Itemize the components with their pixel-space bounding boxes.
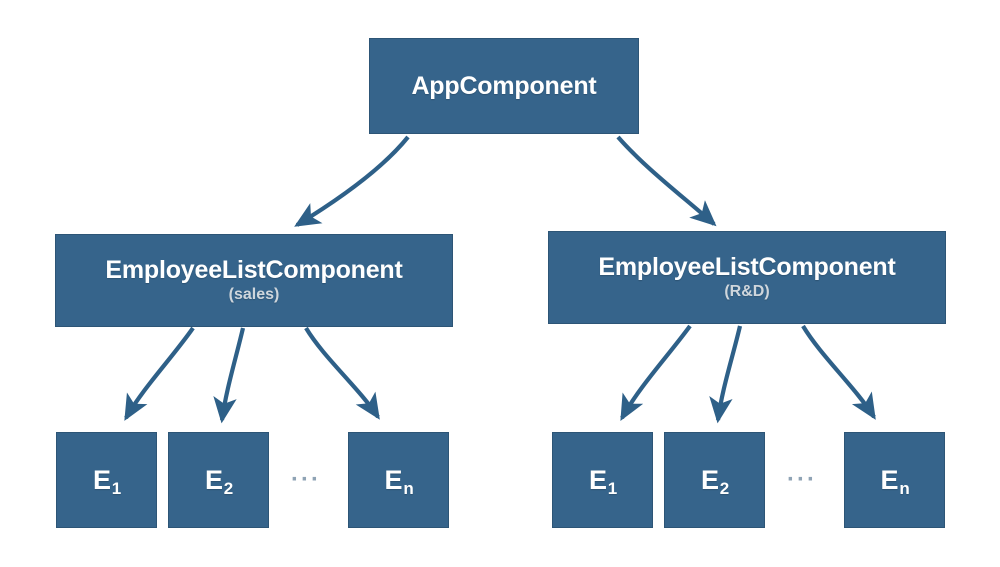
edge-sales-list-to-e2 (213, 327, 246, 424)
employee-letter: E (92, 464, 111, 495)
ellipsis-sales-group: ··· (291, 466, 321, 493)
ellipsis-rnd-group: ··· (787, 466, 817, 493)
node-employee-rnd-2[interactable]: E2 (664, 432, 765, 528)
edge-rnd-list-to-e2 (709, 325, 743, 424)
employee-index: 2 (223, 478, 234, 498)
employee-letter: E (588, 464, 607, 495)
node-employee-list-rnd-sublabel: (R&D) (724, 283, 770, 301)
node-employee-sales-n-label: En (384, 464, 414, 498)
edge-app-to-rnd-list (616, 135, 717, 227)
node-employee-sales-1-label: E1 (92, 464, 121, 498)
node-employee-sales-n[interactable]: En (348, 432, 449, 528)
employee-index: 1 (607, 478, 618, 498)
employee-index: n (403, 478, 414, 498)
node-app-component[interactable]: AppComponent (369, 38, 639, 134)
node-employee-rnd-2-label: E2 (700, 464, 729, 498)
edge-rnd-list-to-e1 (620, 324, 692, 421)
edge-sales-list-to-en (304, 326, 380, 420)
node-employee-sales-2-label: E2 (204, 464, 233, 498)
employee-letter: E (700, 464, 719, 495)
edge-sales-list-to-e1 (124, 326, 195, 421)
node-employee-rnd-1-label: E1 (588, 464, 617, 498)
employee-index: 1 (111, 478, 122, 498)
edge-app-to-sales-list (294, 135, 410, 227)
node-employee-list-sales-label: EmployeeListComponent (105, 256, 403, 285)
node-employee-list-rnd[interactable]: EmployeeListComponent (R&D) (548, 231, 946, 324)
employee-index: 2 (719, 478, 730, 498)
node-employee-list-sales[interactable]: EmployeeListComponent (sales) (55, 234, 453, 327)
employee-letter: E (384, 464, 403, 495)
employee-index: n (899, 478, 910, 498)
edge-rnd-list-to-en (801, 324, 876, 420)
employee-letter: E (880, 464, 899, 495)
node-app-component-label: AppComponent (411, 71, 597, 100)
node-employee-list-sales-sublabel: (sales) (228, 286, 280, 304)
node-employee-rnd-1[interactable]: E1 (552, 432, 653, 528)
node-employee-sales-1[interactable]: E1 (56, 432, 157, 528)
node-employee-sales-2[interactable]: E2 (168, 432, 269, 528)
node-employee-rnd-n-label: En (880, 464, 910, 498)
node-employee-rnd-n[interactable]: En (844, 432, 945, 528)
node-employee-list-rnd-label: EmployeeListComponent (598, 253, 896, 282)
employee-letter: E (204, 464, 223, 495)
